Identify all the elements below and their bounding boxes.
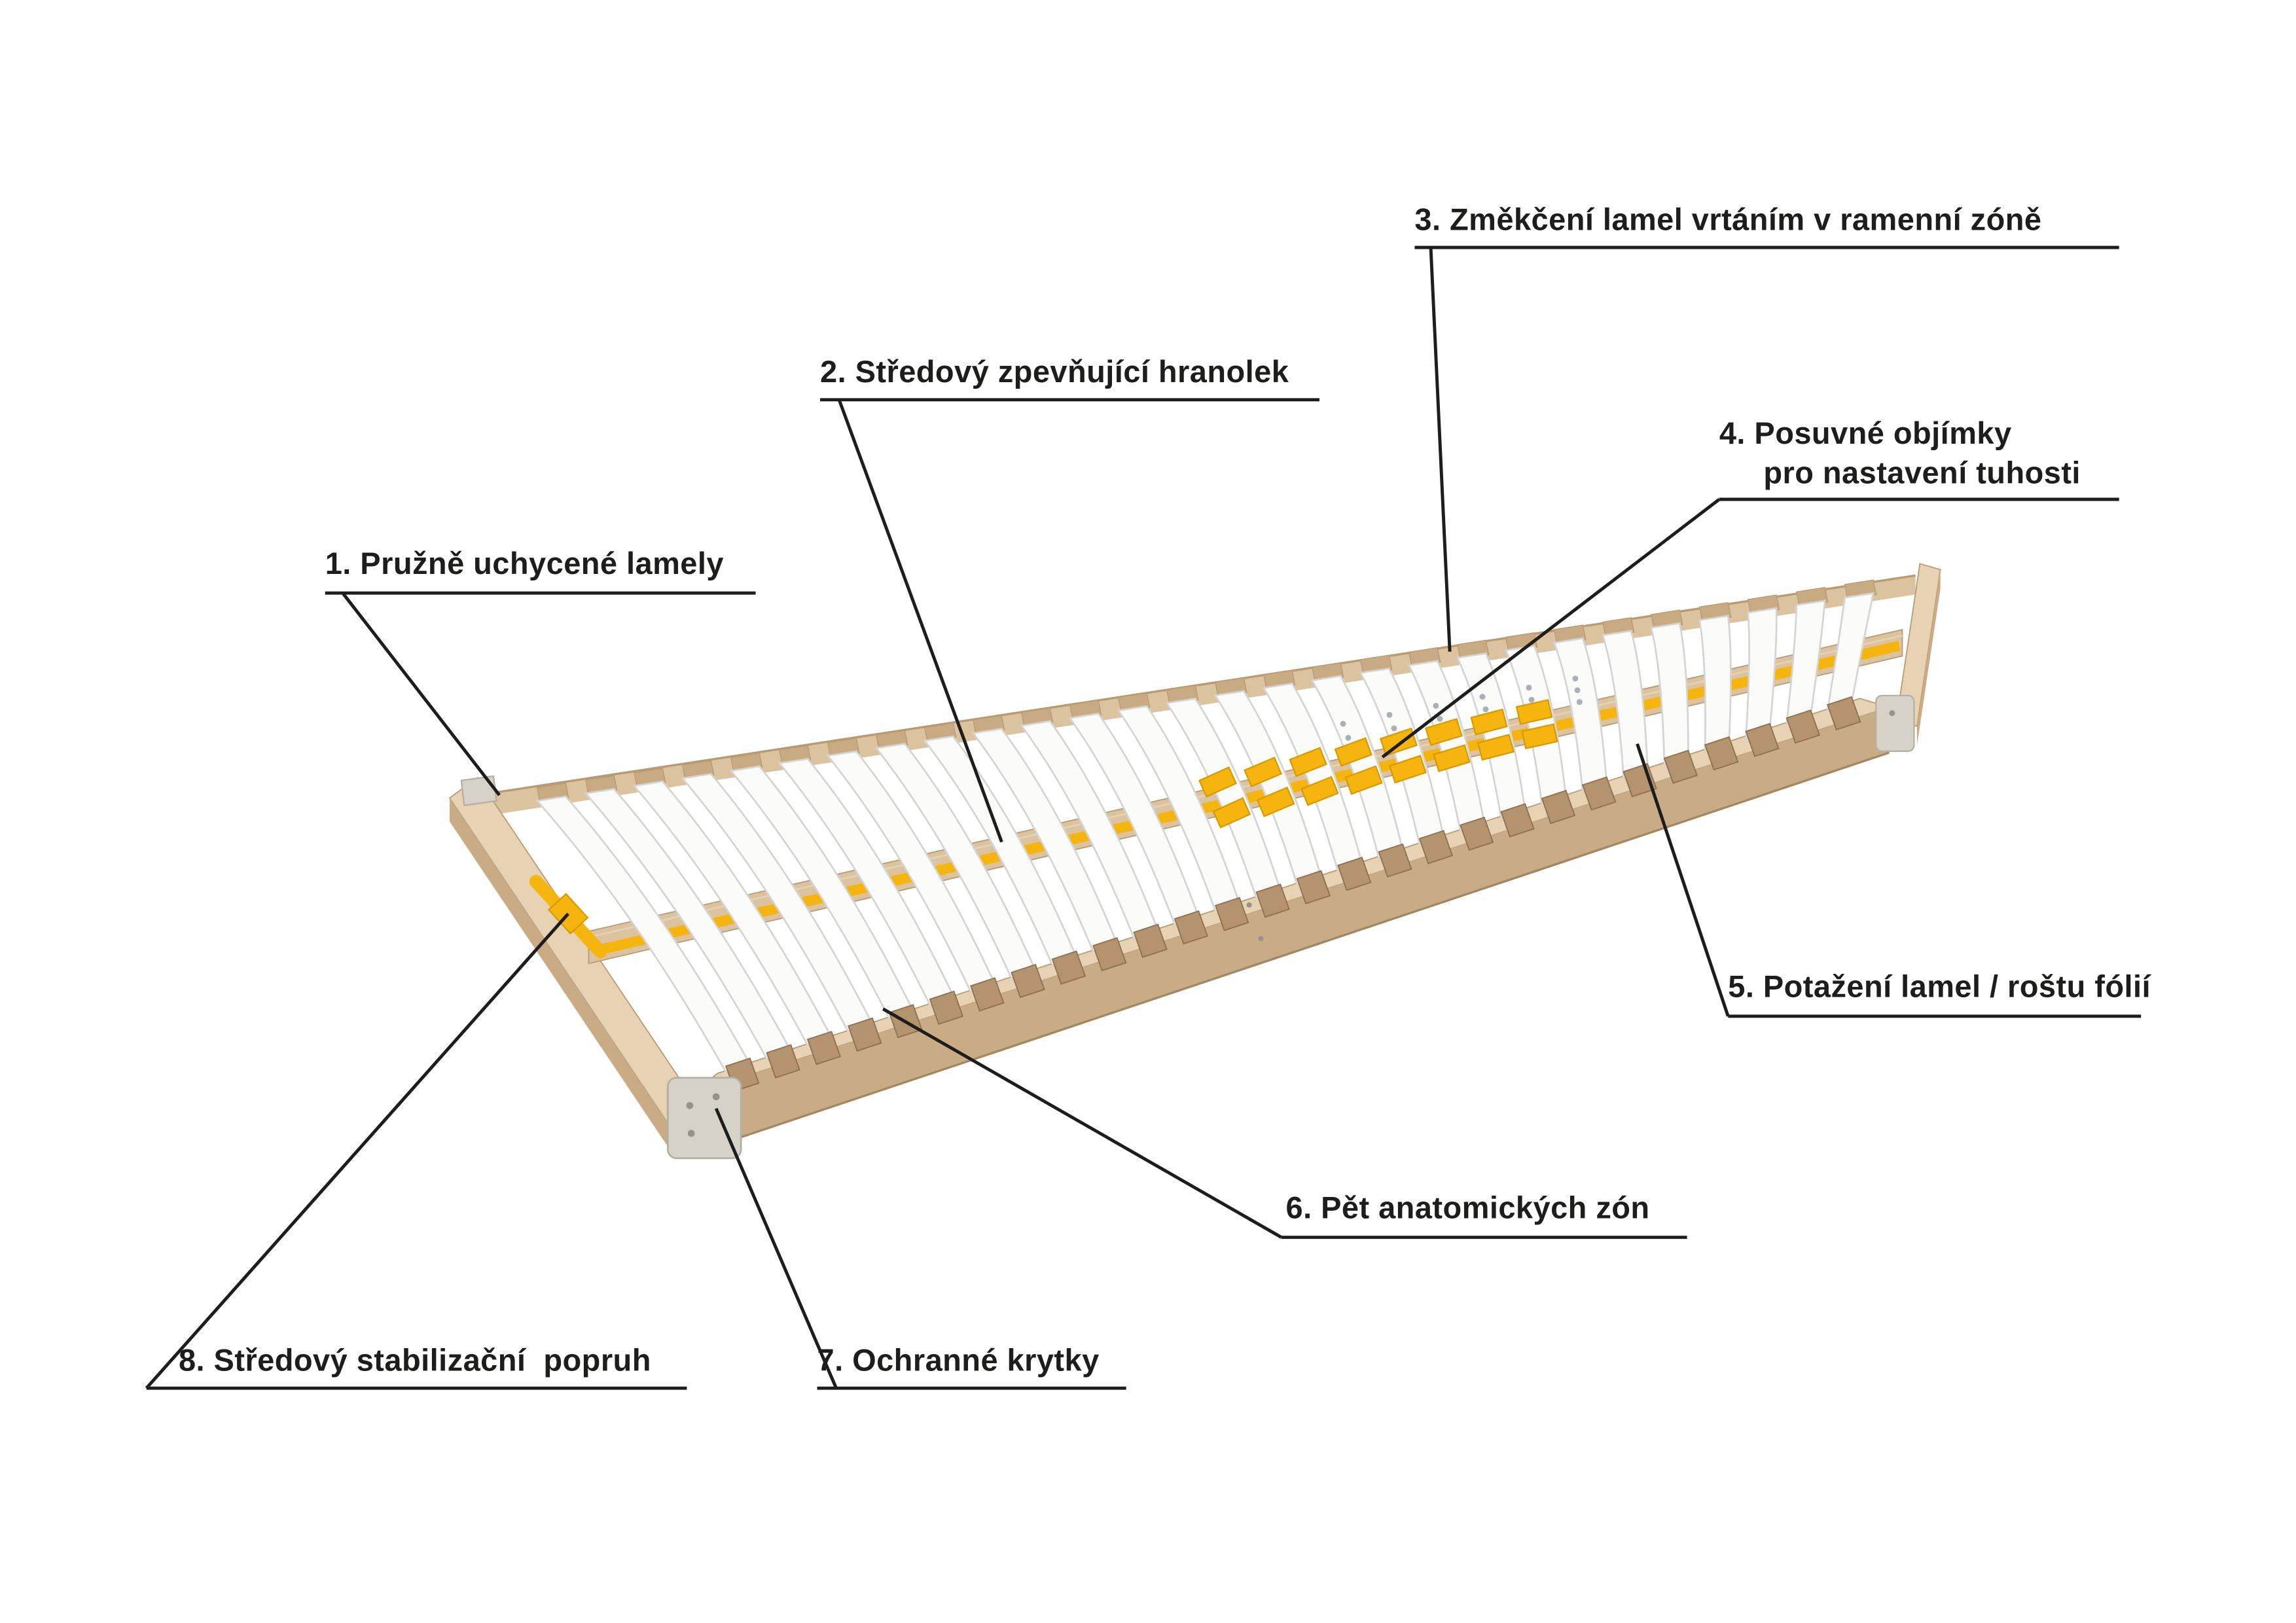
label-6-pet-anatomickych-zon: 6. Pět anatomických zón: [1285, 1192, 1650, 1226]
label-5-potazeni-lamel-foli: 5. Potažení lamel / roštu fólií: [1728, 971, 2151, 1005]
label-1-pruzne-uchycene-lamely: 1. Pružně uchycené lamely: [325, 547, 724, 582]
label-8-stredovy-stabilizacni-popruh: 8. Středový stabilizační popruh: [178, 1344, 651, 1378]
label-3-zmekceni-lamel-vrtanim: 3. Změkčení lamel vrtáním v ramenní zóně: [1414, 204, 2042, 238]
label-7-ochranne-krytky: 7. Ochranné krytky: [817, 1344, 1100, 1378]
label-2-stredovy-zpevnujici-hranolek: 2. Středový zpevňující hranolek: [820, 355, 1289, 390]
label-4-posuvne-objimky: 4. Posuvné objímky pro nastavení tuhosti: [1719, 417, 2081, 491]
